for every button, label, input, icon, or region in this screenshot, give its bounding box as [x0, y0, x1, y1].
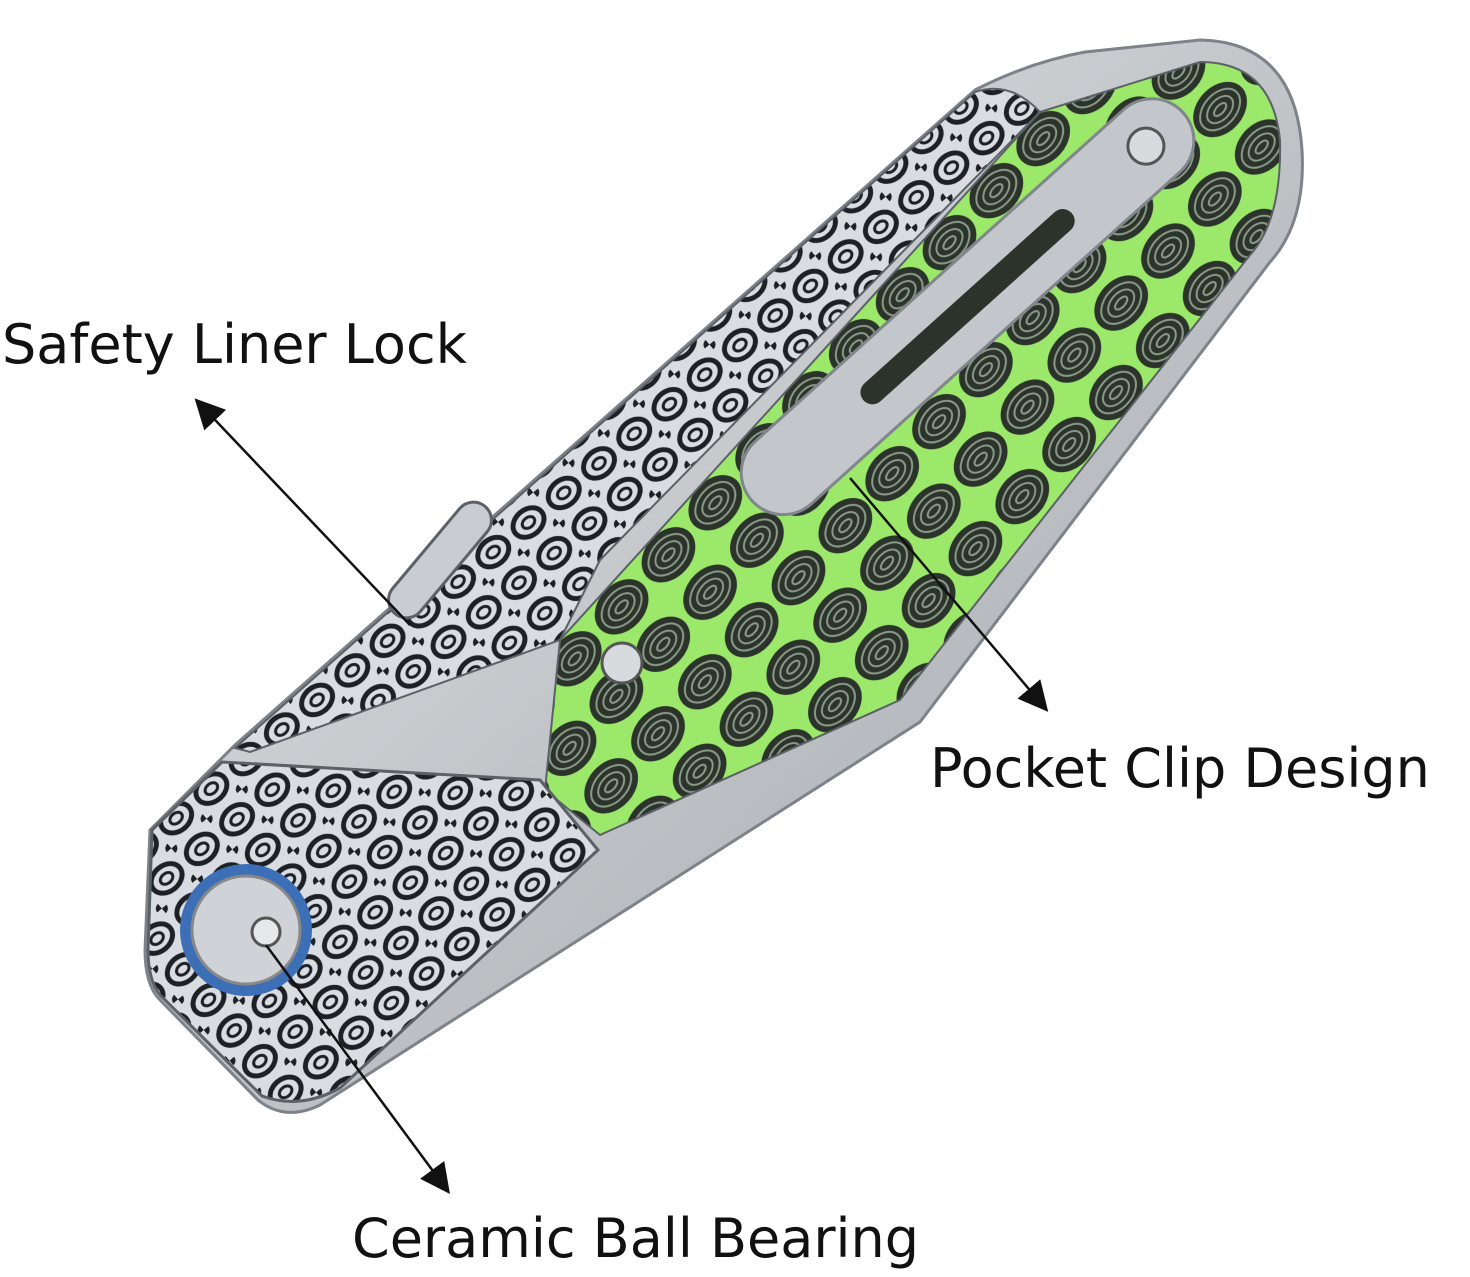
- handle-scale: [543, 60, 1282, 837]
- ball-bearing-arrow: [264, 944, 450, 1195]
- liner-lock: [387, 500, 493, 620]
- pocket-clip-arrow: [849, 477, 1049, 712]
- label-pocket-clip: Pocket Clip Design: [930, 737, 1430, 800]
- liner-lock-arrow: [194, 398, 411, 626]
- damascus-bolster: [146, 760, 601, 1103]
- pivot-bearing: [180, 864, 312, 996]
- handle-screw: [600, 641, 644, 685]
- label-ball-bearing: Ceramic Ball Bearing: [352, 1207, 920, 1270]
- label-liner-lock: Safety Liner Lock: [2, 313, 467, 376]
- pocket-clip: [739, 97, 1196, 517]
